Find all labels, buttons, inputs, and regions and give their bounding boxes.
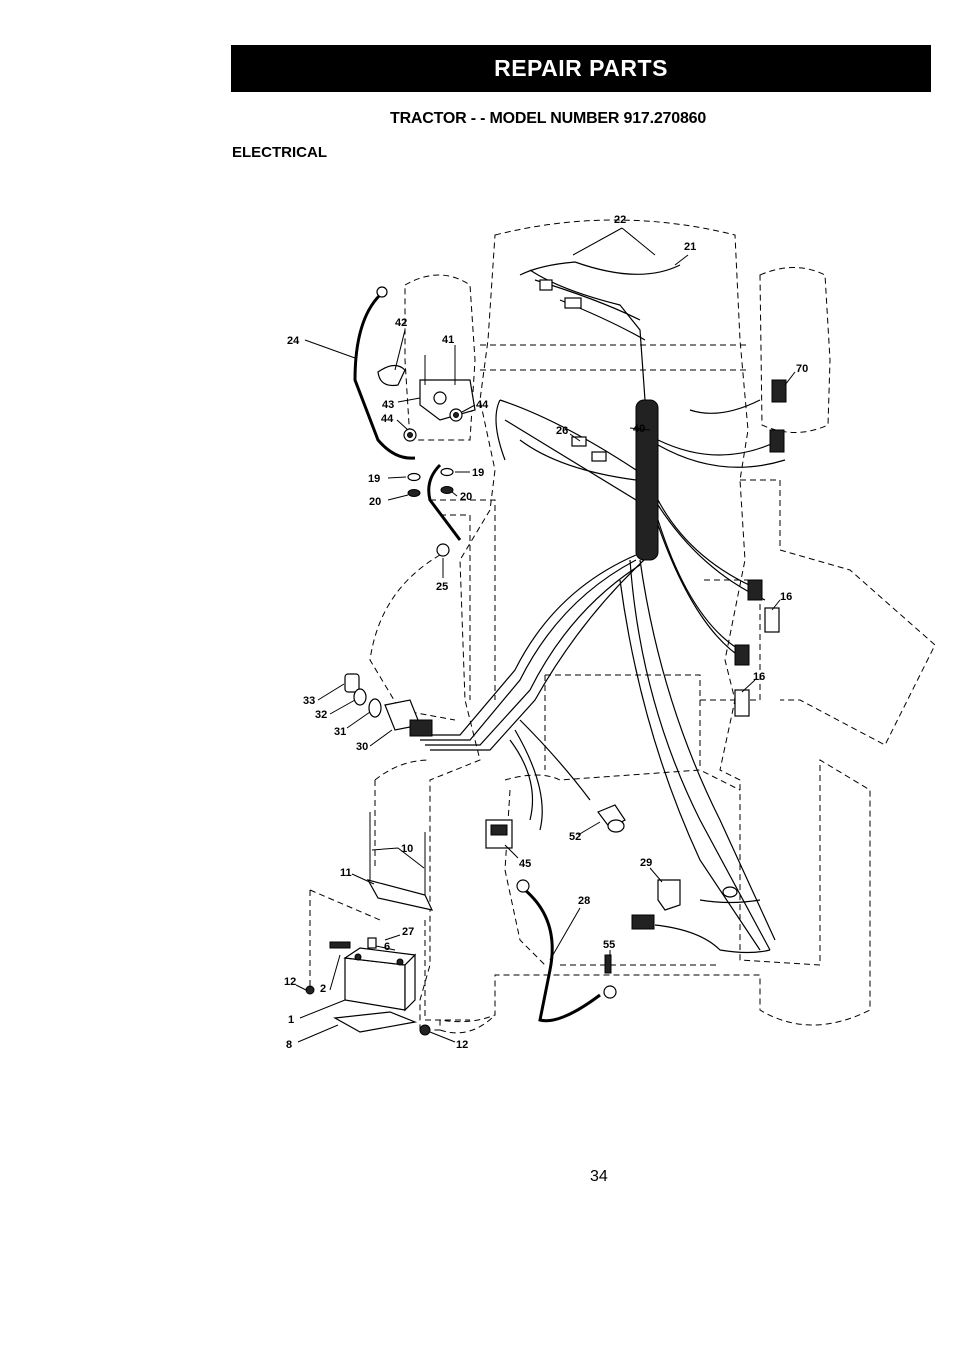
bracket [377,364,406,387]
callout-20-left: 20 [369,496,381,508]
seat-switch-29 [657,879,681,911]
callout-31: 31 [334,726,346,738]
callout-2: 2 [320,983,326,995]
battery-tray [333,1011,418,1033]
callout-29: 29 [640,857,652,869]
callout-24: 24 [287,335,300,347]
model-title: TRACTOR - - MODEL NUMBER 917.270860 [390,110,707,127]
wiring-harness [415,261,786,951]
callout-21: 21 [684,241,696,253]
callout-25: 25 [436,581,448,593]
callout-44-right: 44 [476,399,489,411]
callout-43: 43 [382,399,394,411]
callout-55: 55 [603,939,615,951]
hold-down-bracket [366,879,434,911]
callout-11: 11 [340,867,352,879]
callout-33: 33 [303,695,315,707]
callout-6: 6 [384,941,390,953]
callout-28: 28 [578,895,590,907]
callout-labels: 22 21 42 41 24 70 43 44 44 40 26 19 19 2… [284,214,808,1051]
callout-26: 26 [556,425,568,437]
switch-16-upper [764,607,780,633]
callout-10: 10 [401,843,413,855]
callout-30: 30 [356,741,368,753]
relay-70 [771,379,787,403]
callout-42: 42 [395,317,407,329]
callout-12-right: 12 [456,1039,468,1051]
callout-19-left: 19 [368,473,380,485]
battery [344,957,406,1011]
ignition-key [344,673,360,693]
repair-parts-banner: REPAIR PARTS [231,45,931,92]
callout-16-lower: 16 [753,671,765,683]
callout-32: 32 [315,709,327,721]
callout-1: 1 [288,1014,294,1026]
solenoid [419,379,476,421]
components [305,279,787,1036]
battery-cables [353,286,617,1023]
callout-20-right: 20 [460,491,472,503]
callout-45: 45 [519,858,531,870]
banner-title: REPAIR PARTS [494,55,668,81]
leader-lines [295,227,796,1043]
callout-8: 8 [286,1039,292,1051]
callout-27: 27 [402,926,414,938]
callout-52: 52 [569,831,581,843]
callout-12-left: 12 [284,976,296,988]
callout-19-right: 19 [472,467,484,479]
tractor-outline [309,219,936,1034]
section-label: ELECTRICAL [232,144,327,161]
switch-16-lower [734,689,750,717]
callout-41: 41 [442,334,454,346]
callout-40: 40 [633,423,645,435]
callout-44-left: 44 [381,413,394,425]
callout-70: 70 [796,363,808,375]
page-number: 34 [590,1168,608,1185]
callout-16-upper: 16 [780,591,792,603]
callout-22: 22 [614,214,626,226]
